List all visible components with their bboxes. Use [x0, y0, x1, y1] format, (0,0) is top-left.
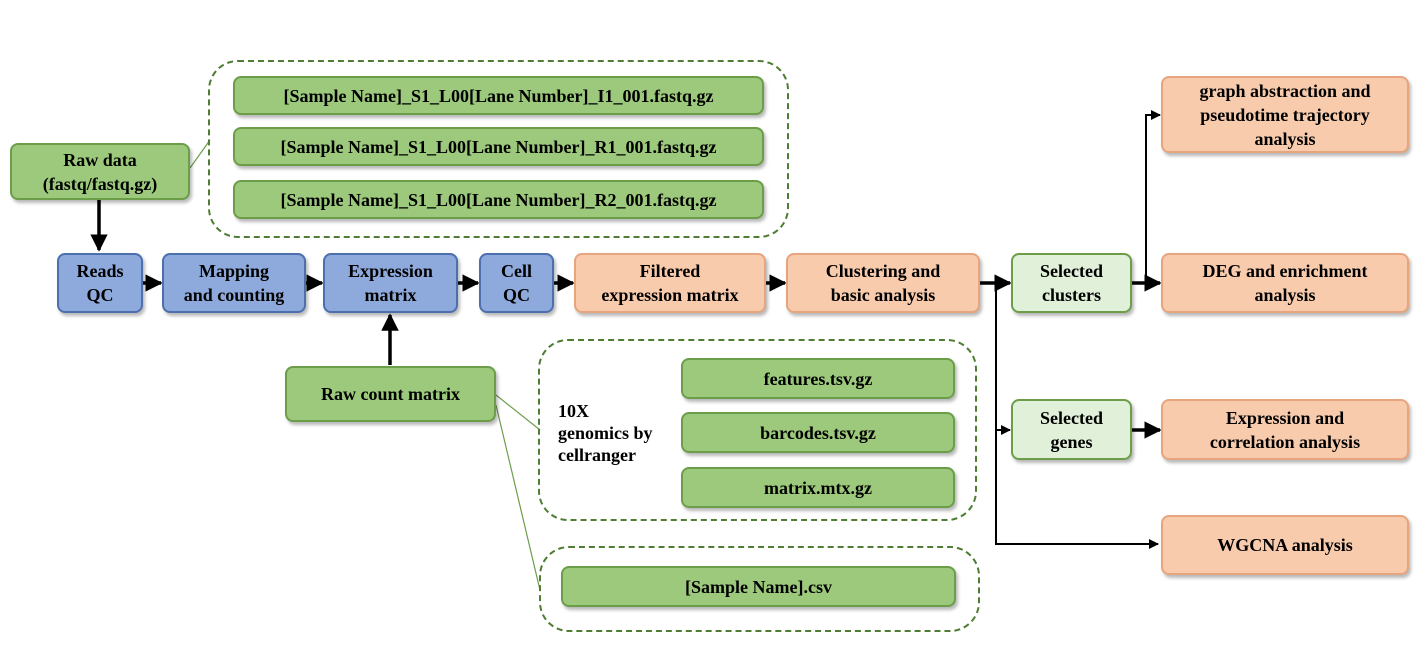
raw-count-matrix-node: Raw count matrix — [285, 366, 496, 422]
tenx-files-group — [538, 339, 977, 521]
selected-genes-node: Selected genes — [1011, 399, 1132, 460]
sample-csv-file: [Sample Name].csv — [561, 566, 956, 607]
tenx-genomics-label: 10X genomics by cellranger — [558, 401, 653, 465]
fastq-r1-file: [Sample Name]_S1_L00[Lane Number]_R1_001… — [233, 127, 764, 166]
leader-line-tenx — [495, 394, 541, 431]
leader-line-raw-data — [189, 139, 211, 169]
reads-qc-node: Reads QC — [57, 253, 143, 313]
barcodes-file: barcodes.tsv.gz — [681, 412, 955, 453]
expression-matrix-node: Expression matrix — [323, 253, 458, 313]
branch-line-vertical — [995, 283, 1159, 549]
csv-file-group — [539, 546, 980, 632]
expression-correlation-node: Expression and correlation analysis — [1161, 399, 1409, 460]
arrow-clusters-to-graph — [1145, 110, 1161, 283]
raw-data-node: Raw data (fastq/fastq.gz) — [10, 143, 190, 200]
leader-line-csv — [495, 404, 541, 591]
filtered-matrix-node: Filtered expression matrix — [574, 253, 766, 313]
fastq-i1-file: [Sample Name]_S1_L00[Lane Number]_I1_001… — [233, 76, 764, 115]
graph-abstraction-node: graph abstraction and pseudotime traject… — [1161, 76, 1409, 153]
fastq-r2-file: [Sample Name]_S1_L00[Lane Number]_R2_001… — [233, 180, 764, 219]
mapping-counting-node: Mapping and counting — [162, 253, 306, 313]
cell-qc-node: Cell QC — [479, 253, 554, 313]
wgcna-node: WGCNA analysis — [1161, 515, 1409, 575]
selected-clusters-node: Selected clusters — [1011, 253, 1132, 313]
fastq-files-group — [208, 60, 789, 238]
matrix-mtx-file: matrix.mtx.gz — [681, 467, 955, 508]
features-file: features.tsv.gz — [681, 358, 955, 399]
clustering-node: Clustering and basic analysis — [786, 253, 980, 313]
deg-enrichment-node: DEG and enrichment analysis — [1161, 253, 1409, 313]
